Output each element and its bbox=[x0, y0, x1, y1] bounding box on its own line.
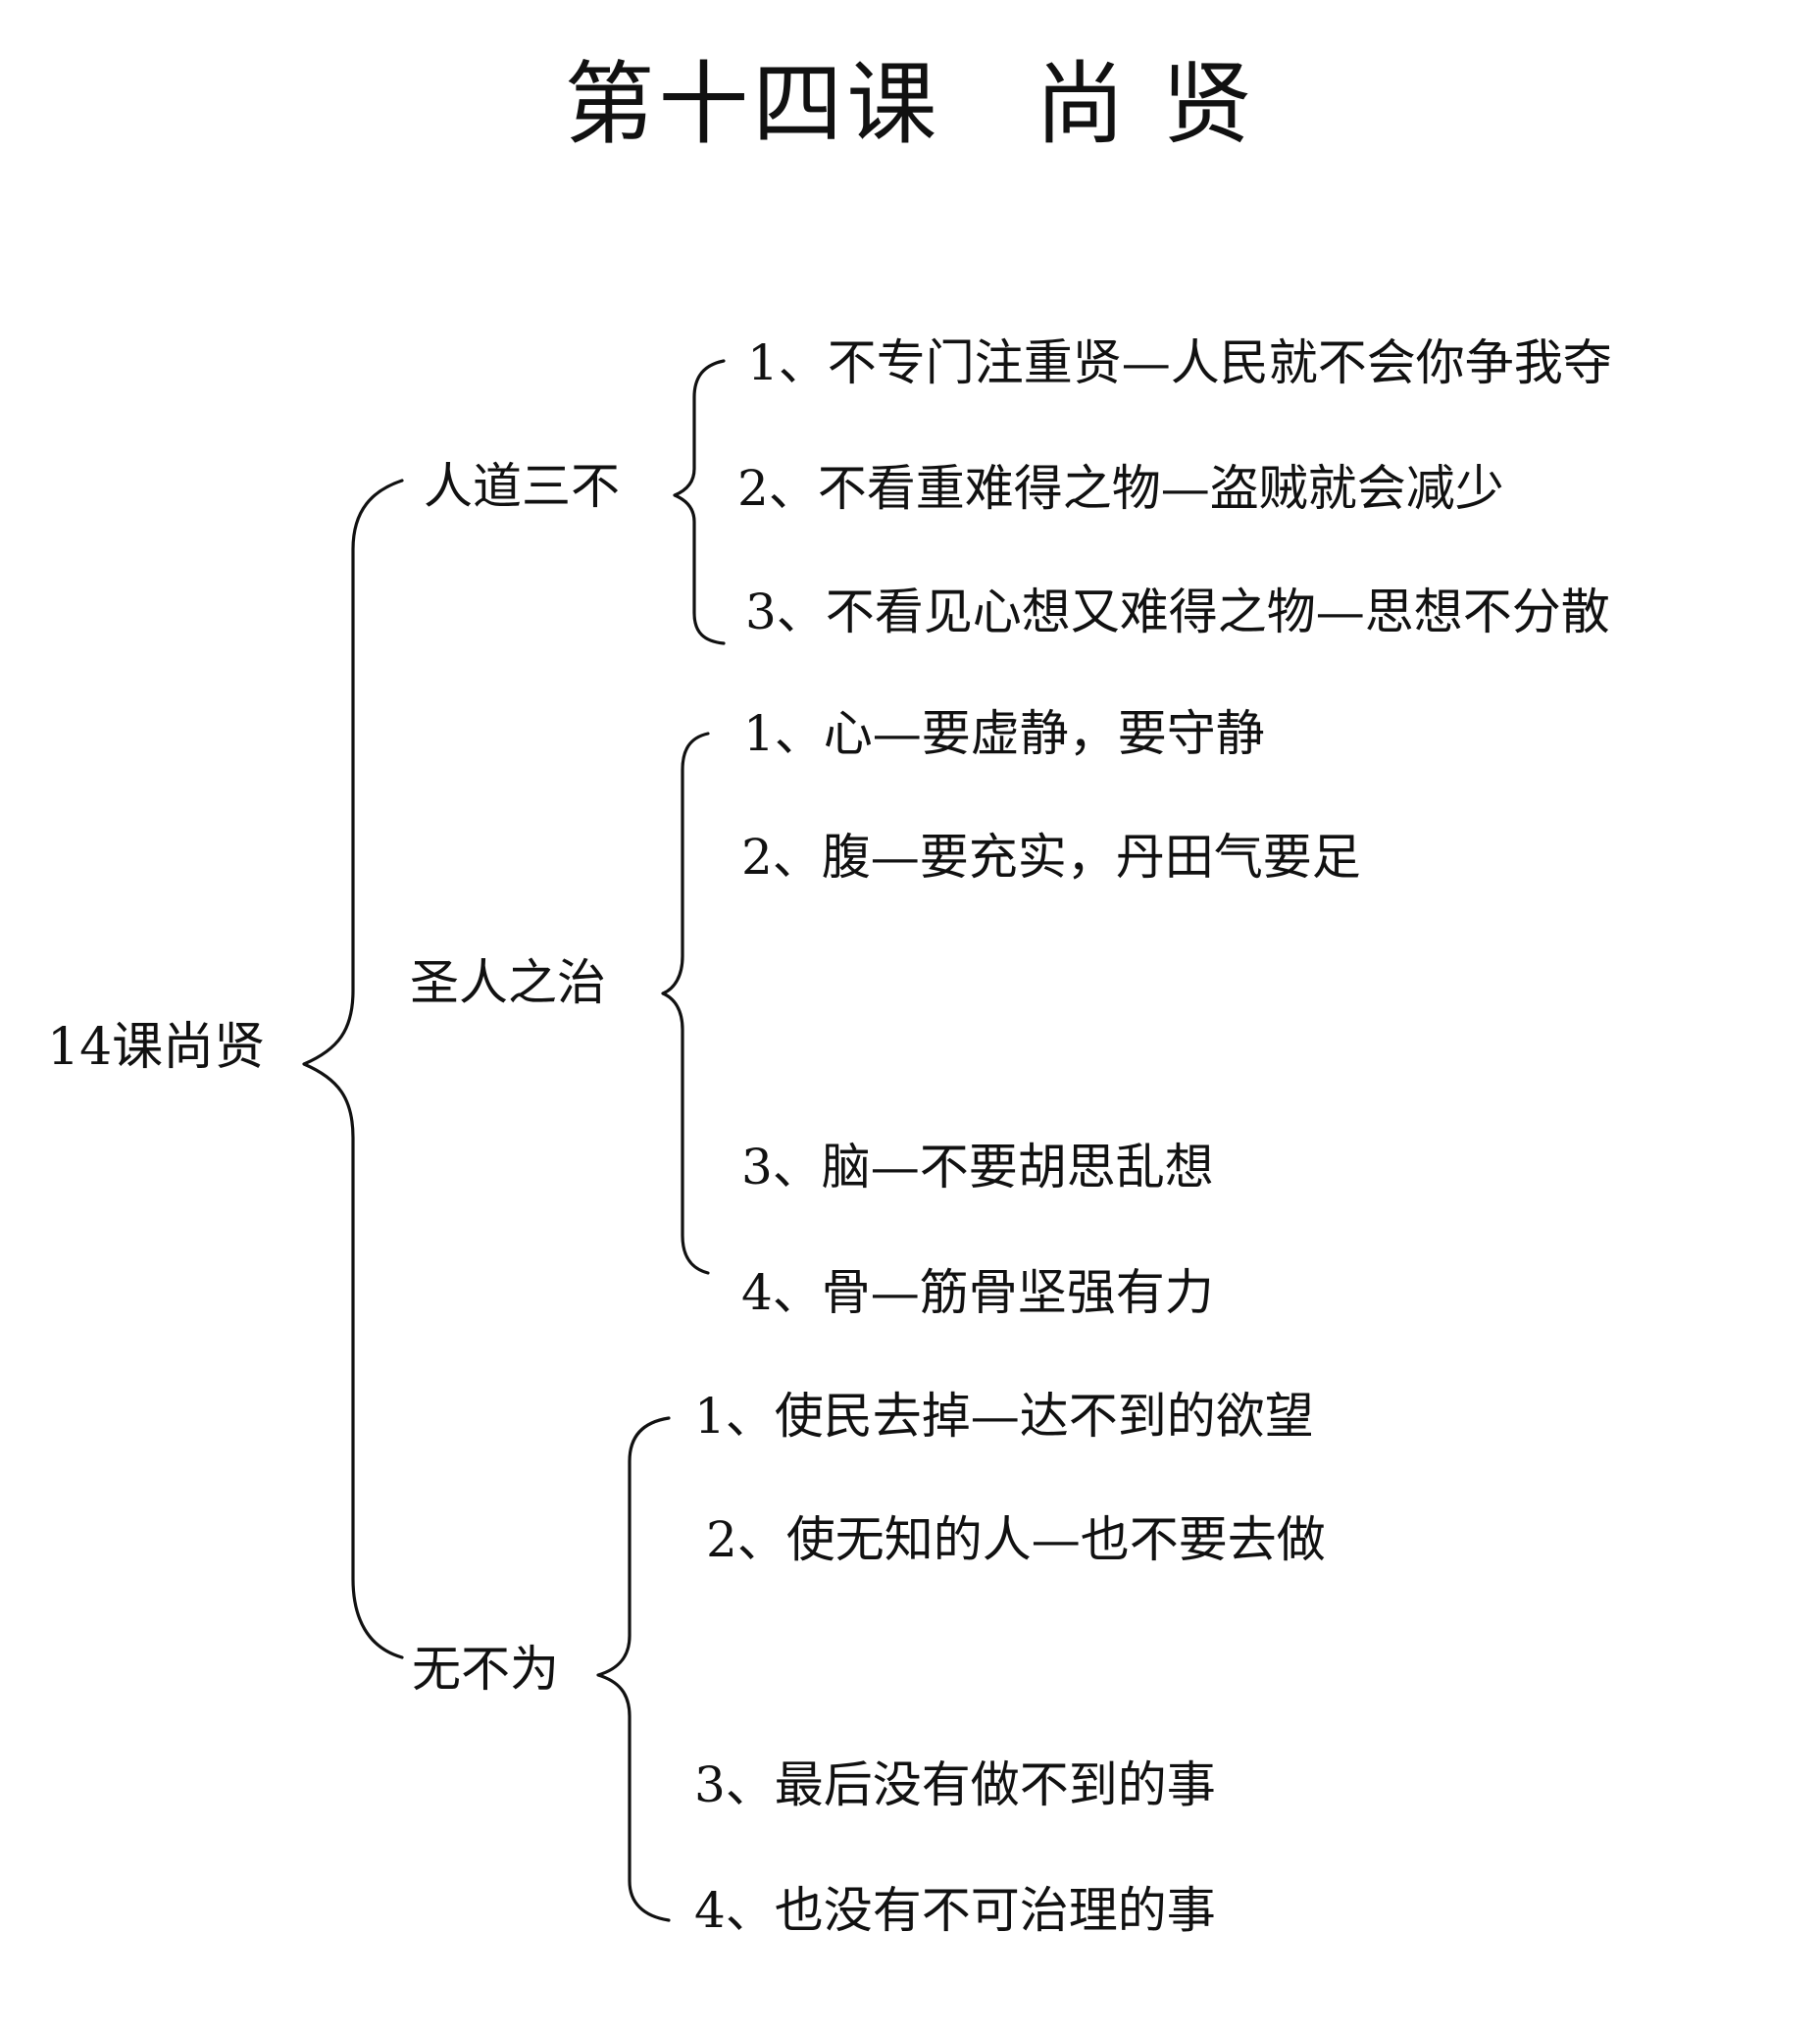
root-node-label: 14课尚贤 bbox=[47, 1018, 266, 1077]
leaf-item-3-3: 3、最后没有做不到的事 bbox=[694, 1756, 1216, 1813]
page-title: 第十四课 尚 贤 bbox=[564, 52, 1256, 157]
branch-bracket-3 bbox=[596, 1416, 671, 1922]
branch-label-wu-bu-wei: 无不为 bbox=[412, 1641, 559, 1698]
leaf-item-2-4: 4、骨—筋骨坚强有力 bbox=[741, 1264, 1214, 1321]
leaf-item-2-2: 2、腹—要充实，丹田气要足 bbox=[741, 829, 1361, 886]
leaf-item-2-1: 1、心—要虚静，要守静 bbox=[743, 705, 1265, 762]
leaf-item-3-4: 4、也没有不可治理的事 bbox=[694, 1882, 1216, 1939]
leaf-item-2-3: 3、脑—不要胡思乱想 bbox=[741, 1139, 1214, 1195]
leaf-item-1-1: 1、不专门注重贤—人民就不会你争我夺 bbox=[747, 334, 1612, 391]
leaf-item-3-2: 2、使无知的人—也不要去做 bbox=[706, 1511, 1326, 1568]
leaf-item-1-3: 3、不看见心想又难得之物—思想不分散 bbox=[745, 584, 1610, 640]
branch-bracket-1 bbox=[673, 359, 726, 645]
branch-label-rendao-sanbu: 人道三不 bbox=[424, 458, 620, 515]
leaf-item-1-2: 2、不看重难得之物—盗贼就会减少 bbox=[737, 460, 1504, 517]
root-bracket bbox=[302, 479, 404, 1659]
branch-bracket-2 bbox=[661, 732, 710, 1275]
leaf-item-3-1: 1、使民去掉—达不到的欲望 bbox=[694, 1388, 1314, 1445]
branch-label-shengren-zhizhi: 圣人之治 bbox=[410, 954, 606, 1011]
